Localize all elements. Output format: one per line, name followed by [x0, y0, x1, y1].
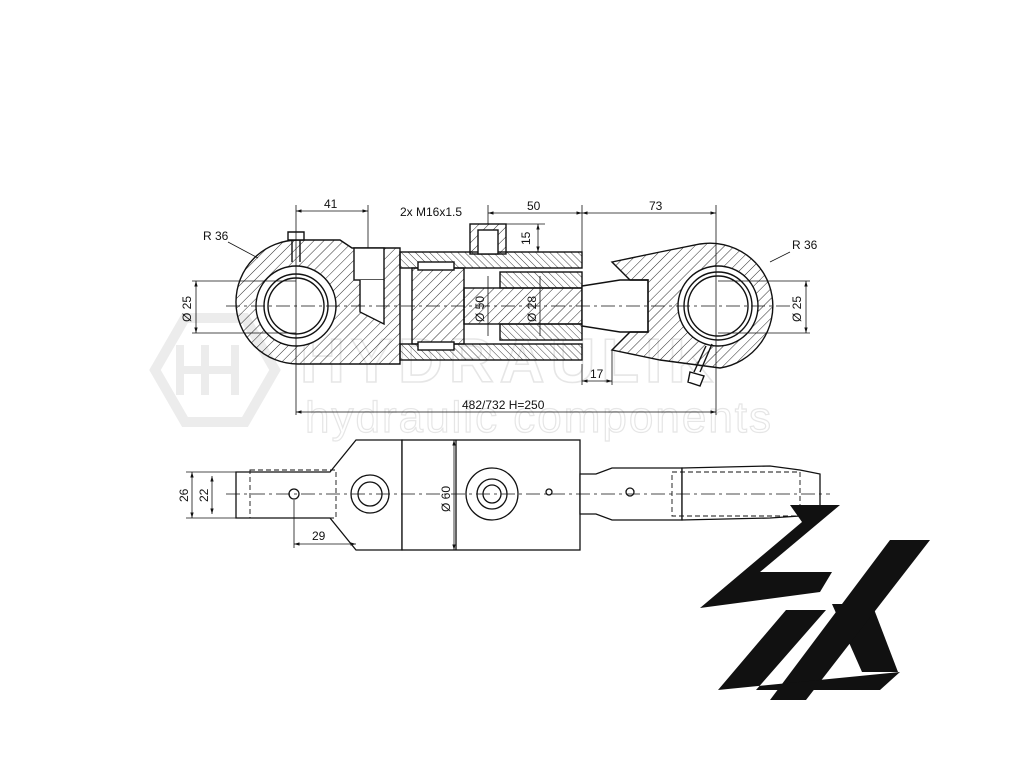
dim-ports: 2x M16x1.5	[400, 205, 462, 219]
dim-body-diameter: Ø 60	[439, 486, 453, 512]
sx-logo-icon: SX	[700, 505, 930, 700]
side-view-dimensions	[192, 205, 810, 415]
dim-pin-left: Ø 25	[180, 296, 194, 322]
grease-nipple-left-icon	[287, 231, 305, 262]
top-view-labels: 26 22 Ø 60 29	[177, 486, 453, 543]
dim-port-spacing: 50	[527, 199, 541, 213]
grease-nipple-right-icon	[687, 343, 713, 387]
side-view-labels: 41 2x M16x1.5 50 73 15 R 36 R 36 Ø 25 Ø …	[180, 197, 818, 412]
dim-radius-left: R 36	[203, 229, 229, 243]
left-port	[353, 247, 385, 281]
dim-eye-offset: 41	[324, 197, 338, 211]
dim-port-height: 15	[519, 231, 533, 245]
dim-outer-width: 26	[177, 488, 191, 502]
top-view-dimensions	[186, 440, 456, 550]
dim-pin-right: Ø 25	[790, 296, 804, 322]
dim-radius-right: R 36	[792, 238, 818, 252]
dim-bore: Ø 50	[473, 296, 487, 322]
dim-eye-length: 29	[312, 529, 326, 543]
watermark-tagline: hydraulic components	[305, 393, 773, 442]
dim-rod: Ø 28	[525, 296, 539, 322]
dim-rod-to-eye: 73	[649, 199, 663, 213]
dim-rod-end-length: 17	[590, 367, 604, 381]
dim-inner-width: 22	[197, 488, 211, 502]
dim-total-length: 482/732 H=250	[462, 398, 545, 412]
gland	[499, 271, 583, 289]
top-view	[226, 439, 830, 551]
